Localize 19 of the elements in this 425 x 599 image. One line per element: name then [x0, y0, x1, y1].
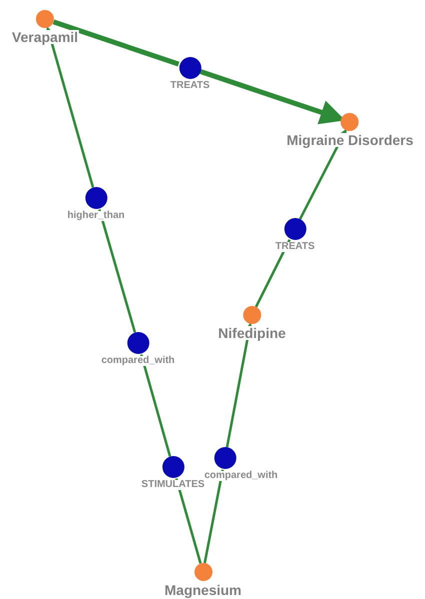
node-label: compared_with — [203, 471, 279, 481]
connector-line — [254, 239, 291, 308]
arrow — [298, 128, 347, 220]
node-label: compared_with — [100, 356, 176, 366]
node-label: TREATS — [274, 242, 316, 252]
arrow — [226, 322, 254, 448]
node-label: TREATS — [169, 81, 211, 91]
node-label: Verapamil — [10, 30, 80, 44]
node-label: Magnesium — [164, 583, 242, 597]
node-label: STIMULATES — [140, 480, 206, 490]
connector-line — [98, 209, 136, 333]
node-label: Migraine Disorders — [286, 133, 414, 147]
connector-line — [175, 478, 202, 564]
connector-line — [140, 354, 172, 457]
node-label: Nifedipine — [217, 326, 287, 340]
node-label: higher_than — [66, 211, 126, 221]
arrow — [44, 26, 94, 188]
connector-line — [52, 20, 180, 67]
connector-line — [203, 470, 224, 564]
